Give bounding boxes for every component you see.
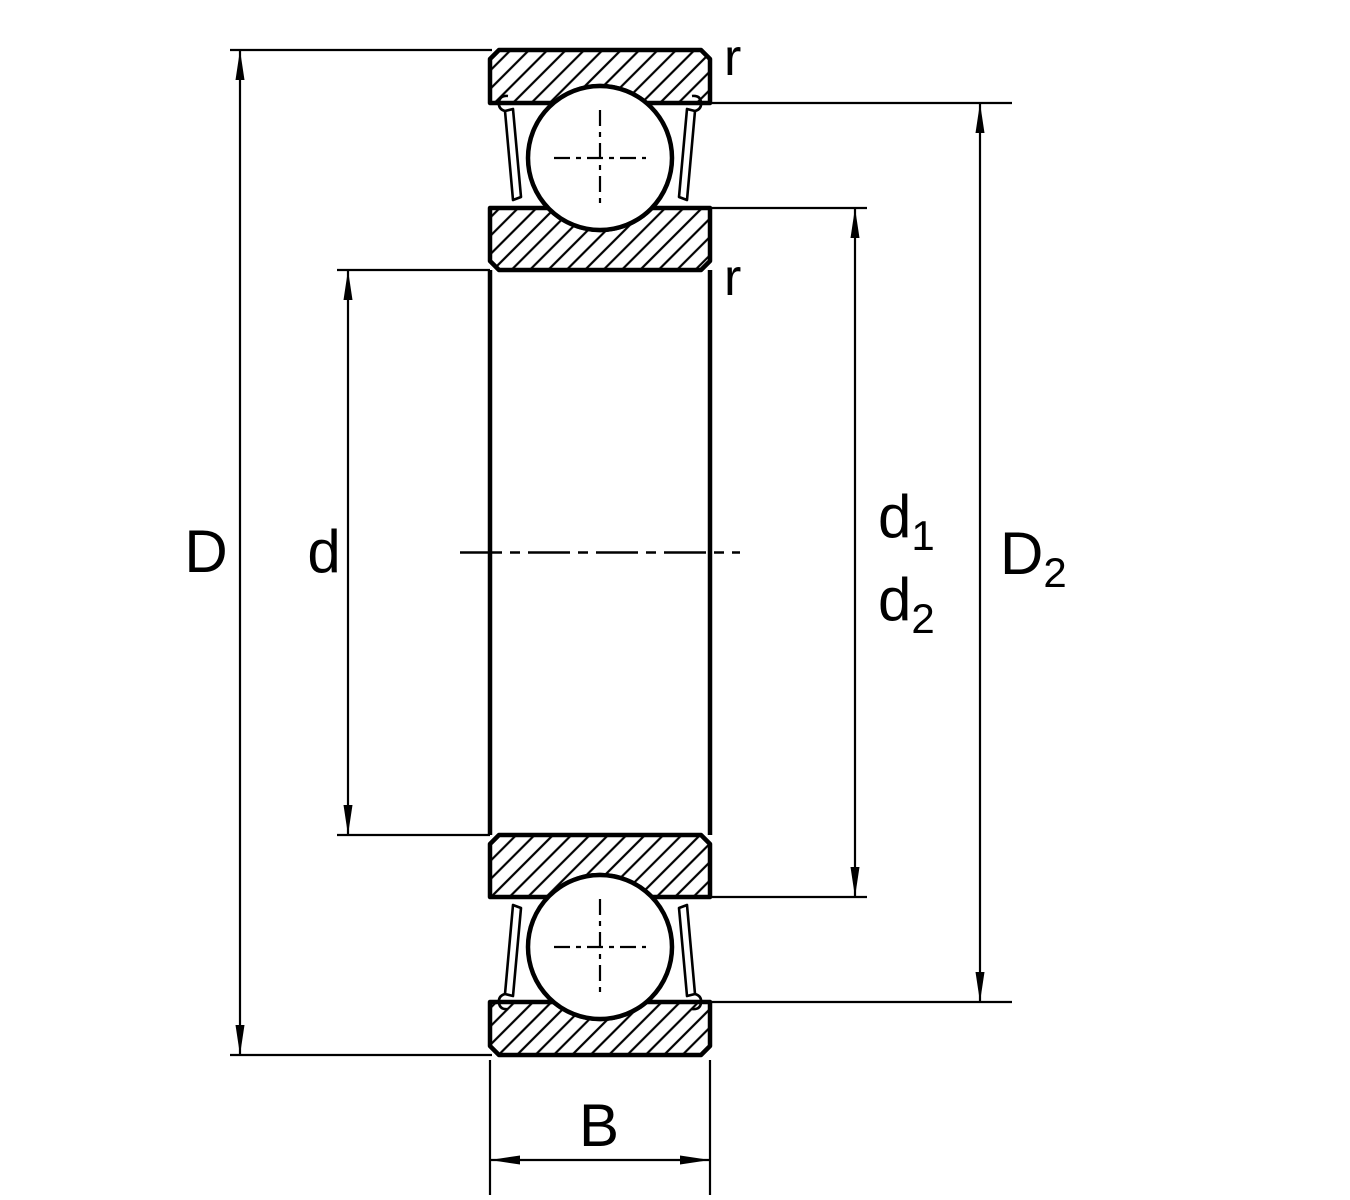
shield-bottom-right — [677, 903, 697, 998]
label-D2-sub: 2 — [1043, 549, 1066, 596]
shield-top-right-hook — [691, 94, 703, 113]
label-d2-sub: 2 — [911, 595, 934, 642]
shield-bottom-left-hook — [497, 992, 509, 1011]
label-d1: d1 — [878, 483, 935, 559]
label-d2-base: d — [878, 566, 911, 633]
shield-top-right — [677, 107, 697, 202]
extension-lines — [230, 48, 1012, 1195]
label-r-outer: r — [724, 29, 741, 87]
label-d: d — [307, 518, 340, 585]
label-d1-sub: 1 — [911, 512, 934, 559]
label-D2-base: D — [1000, 520, 1043, 587]
shield-top-left-hook — [497, 94, 509, 113]
shield-bottom-left — [503, 903, 523, 998]
dimension-labels: D d d1 d2 D2 B r r — [184, 29, 1066, 1159]
centerlines — [460, 110, 740, 995]
shield-bottom-right-hook — [691, 992, 703, 1011]
label-D2: D2 — [1000, 520, 1067, 596]
shield-top-left — [503, 107, 523, 202]
label-d1-base: d — [878, 483, 911, 550]
dimension-lines — [235, 50, 985, 1165]
label-B: B — [579, 1092, 619, 1159]
label-D: D — [184, 518, 227, 585]
label-r-inner: r — [724, 249, 741, 307]
label-d2: d2 — [878, 566, 935, 642]
shields — [497, 94, 703, 1011]
